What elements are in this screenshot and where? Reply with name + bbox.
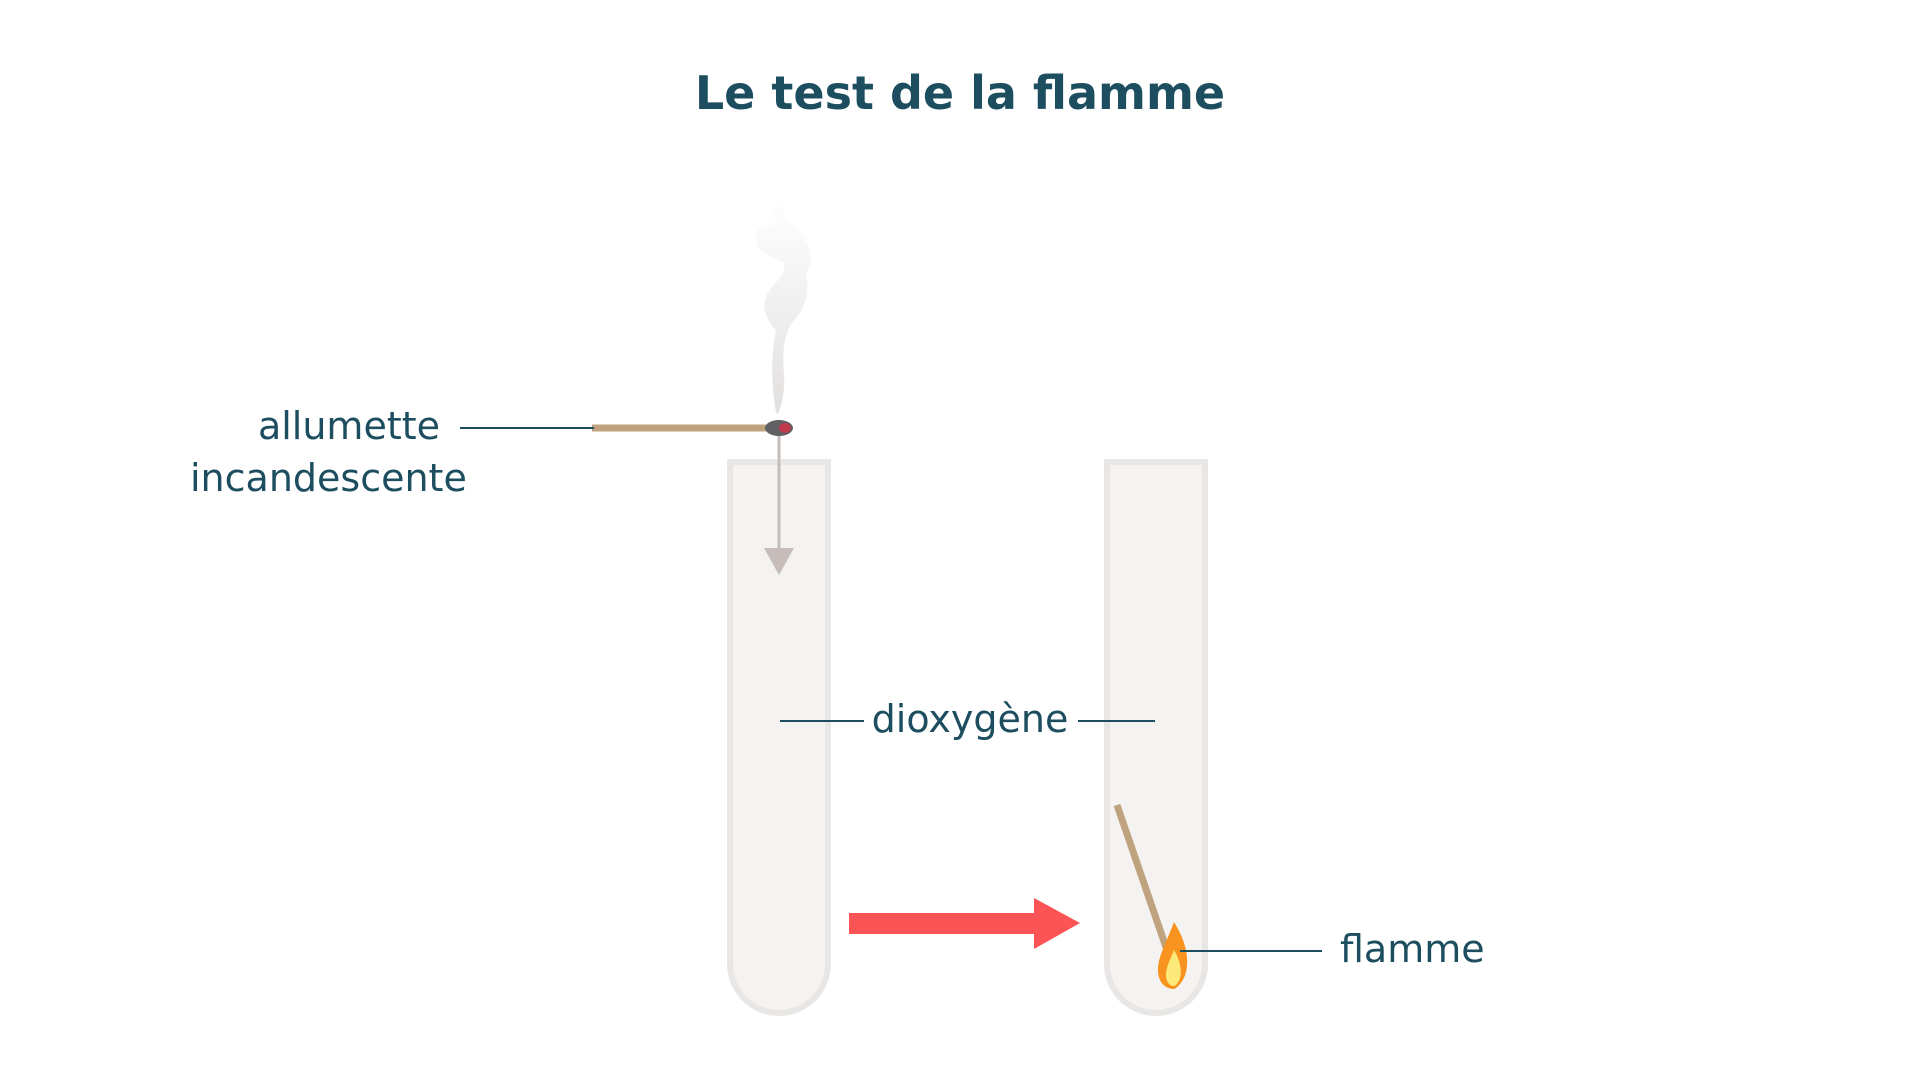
test-tube-right <box>1104 459 1208 1016</box>
diagram-title: Le test de la flamme <box>694 66 1226 120</box>
smoke-icon <box>755 196 811 414</box>
process-arrow-icon <box>849 898 1080 949</box>
burning-match-stick <box>1113 803 1172 955</box>
label-match-line2: incandescente <box>190 456 467 500</box>
test-tube-left <box>727 459 831 1016</box>
label-gas: dioxygène <box>871 697 1069 741</box>
label-match-line1: allumette <box>257 404 440 448</box>
flame-icon <box>1158 922 1188 989</box>
glowing-match-icon <box>592 420 793 436</box>
downward-arrow-icon <box>764 432 794 575</box>
label-flame: flamme <box>1340 927 1485 971</box>
